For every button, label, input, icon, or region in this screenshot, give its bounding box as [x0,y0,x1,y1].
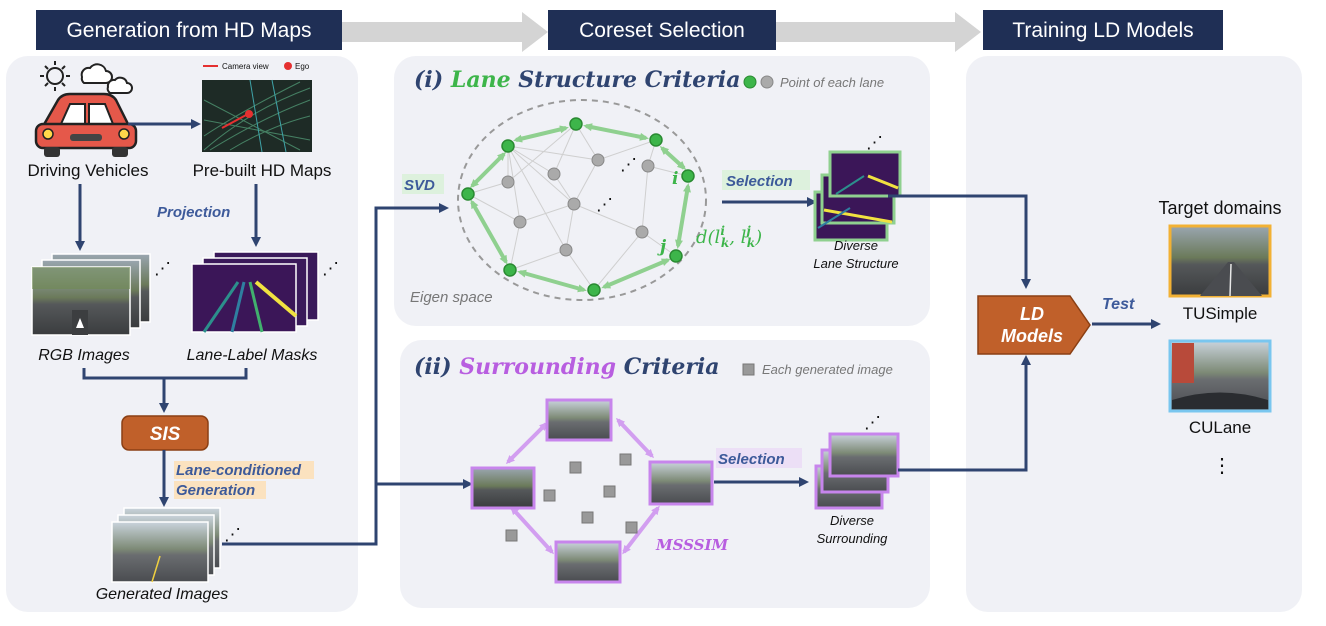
lane-selected-ellipsis: ⋰ [866,133,883,152]
header-arrow-2 [768,12,981,52]
header-training [983,10,1223,50]
header-coreset [548,10,776,50]
msssim-label: MSSSIM [655,536,728,554]
legend-gray-square [742,363,755,376]
surrounding-selection-highlight [716,448,802,468]
header-training-text: Training LD Models [1012,19,1193,42]
green-points [461,117,695,297]
generated-images-label: Generated Images [96,586,229,603]
generation-label: Generation [176,482,255,499]
surrounding-selection-label: Selection [718,451,785,468]
eigen-space-label: Eigen space [410,289,493,306]
ld-label-1: LD [1020,304,1044,324]
sis-label: SIS [150,424,181,445]
selected-surrounding-images [814,432,900,510]
lane-selection-highlight [722,170,810,190]
lane-conditioned-label: Lane-conditioned [176,462,302,479]
surrounding-images [470,398,714,584]
ld-label-2: Models [1001,326,1063,346]
ego-legend: Ego [295,62,310,71]
diverse-surrounding-line1: Diverse [830,513,874,528]
rgb-images-label: RGB Images [38,347,130,364]
msssim-arrows [505,417,660,555]
lane-legend-label: Point of each lane [780,75,884,90]
surrounding-legend-label: Each generated image [762,362,893,377]
lane-criteria-panel [394,56,930,326]
ld-models-box [977,295,1091,355]
header-arrow-1 [342,12,548,52]
lane-to-ld-arrow [888,194,1031,289]
culane-label: CULane [1189,418,1251,437]
header-generation-text: Generation from HD Maps [66,19,311,42]
more-domains-ellipsis: ⋮ [1212,455,1232,477]
header-generation [36,10,342,50]
driving-vehicles-label: Driving Vehicles [28,161,149,180]
eigen-ellipsis-2: ⋰ [596,195,613,214]
svd-highlight [402,174,444,194]
eigen-ellipsis-1: ⋰ [620,155,637,174]
node-j-label: j [657,237,667,257]
rgb-images-stack [31,253,151,336]
lane-masks-stack [191,251,319,333]
rgb-ellipsis: ⋰ [154,259,171,278]
generated-images-stack [111,507,221,583]
legend-gray-point [760,75,774,89]
gray-points [501,153,655,257]
tusimple-label: TUSimple [1183,304,1258,323]
map-legend: Camera view Ego [203,62,310,71]
test-label: Test [1102,296,1135,313]
node-i-label: i [672,169,678,189]
diverse-lane-line2: Lane Structure [813,256,898,271]
lane-selection-label: Selection [726,173,793,190]
to-lane-criteria-arrow [222,203,449,546]
projection-label: Projection [157,204,230,221]
tusimple-image [1168,224,1272,298]
lane-criteria-title: (i) Lane Structure Criteria [414,67,740,93]
weather-icon [40,61,133,94]
culane-image [1168,339,1272,413]
legend-green-point [743,75,757,89]
selected-lane-masks [813,150,902,242]
generation-highlight [174,481,266,499]
surrounding-to-ld-arrow [898,355,1031,472]
svd-label: SVD [404,177,435,194]
header-coreset-text: Coreset Selection [579,19,745,42]
mask-ellipsis: ⋰ [322,259,339,278]
diverse-surrounding-line2: Surrounding [817,531,889,546]
eigen-space-ellipse [457,99,707,301]
target-domains-label: Target domains [1158,198,1281,218]
surrounding-criteria-title: (ii) Surrounding Criteria [414,354,720,380]
lane-masks-label: Lane-Label Masks [187,347,318,364]
surrounding-selected-ellipsis: ⋰ [864,413,881,432]
training-panel [966,56,1302,612]
lane-conditioned-highlight [174,461,314,479]
car-icon [34,92,138,157]
hd-maps-label: Pre-built HD Maps [193,161,332,180]
gray-squares [505,453,638,542]
camera-view-legend: Camera view [222,62,269,71]
lane-distance-arrows [469,123,691,293]
generated-ellipsis: ⋰ [224,525,241,544]
hd-map-image [202,79,312,153]
diverse-lane-line1: Diverse [834,238,878,253]
